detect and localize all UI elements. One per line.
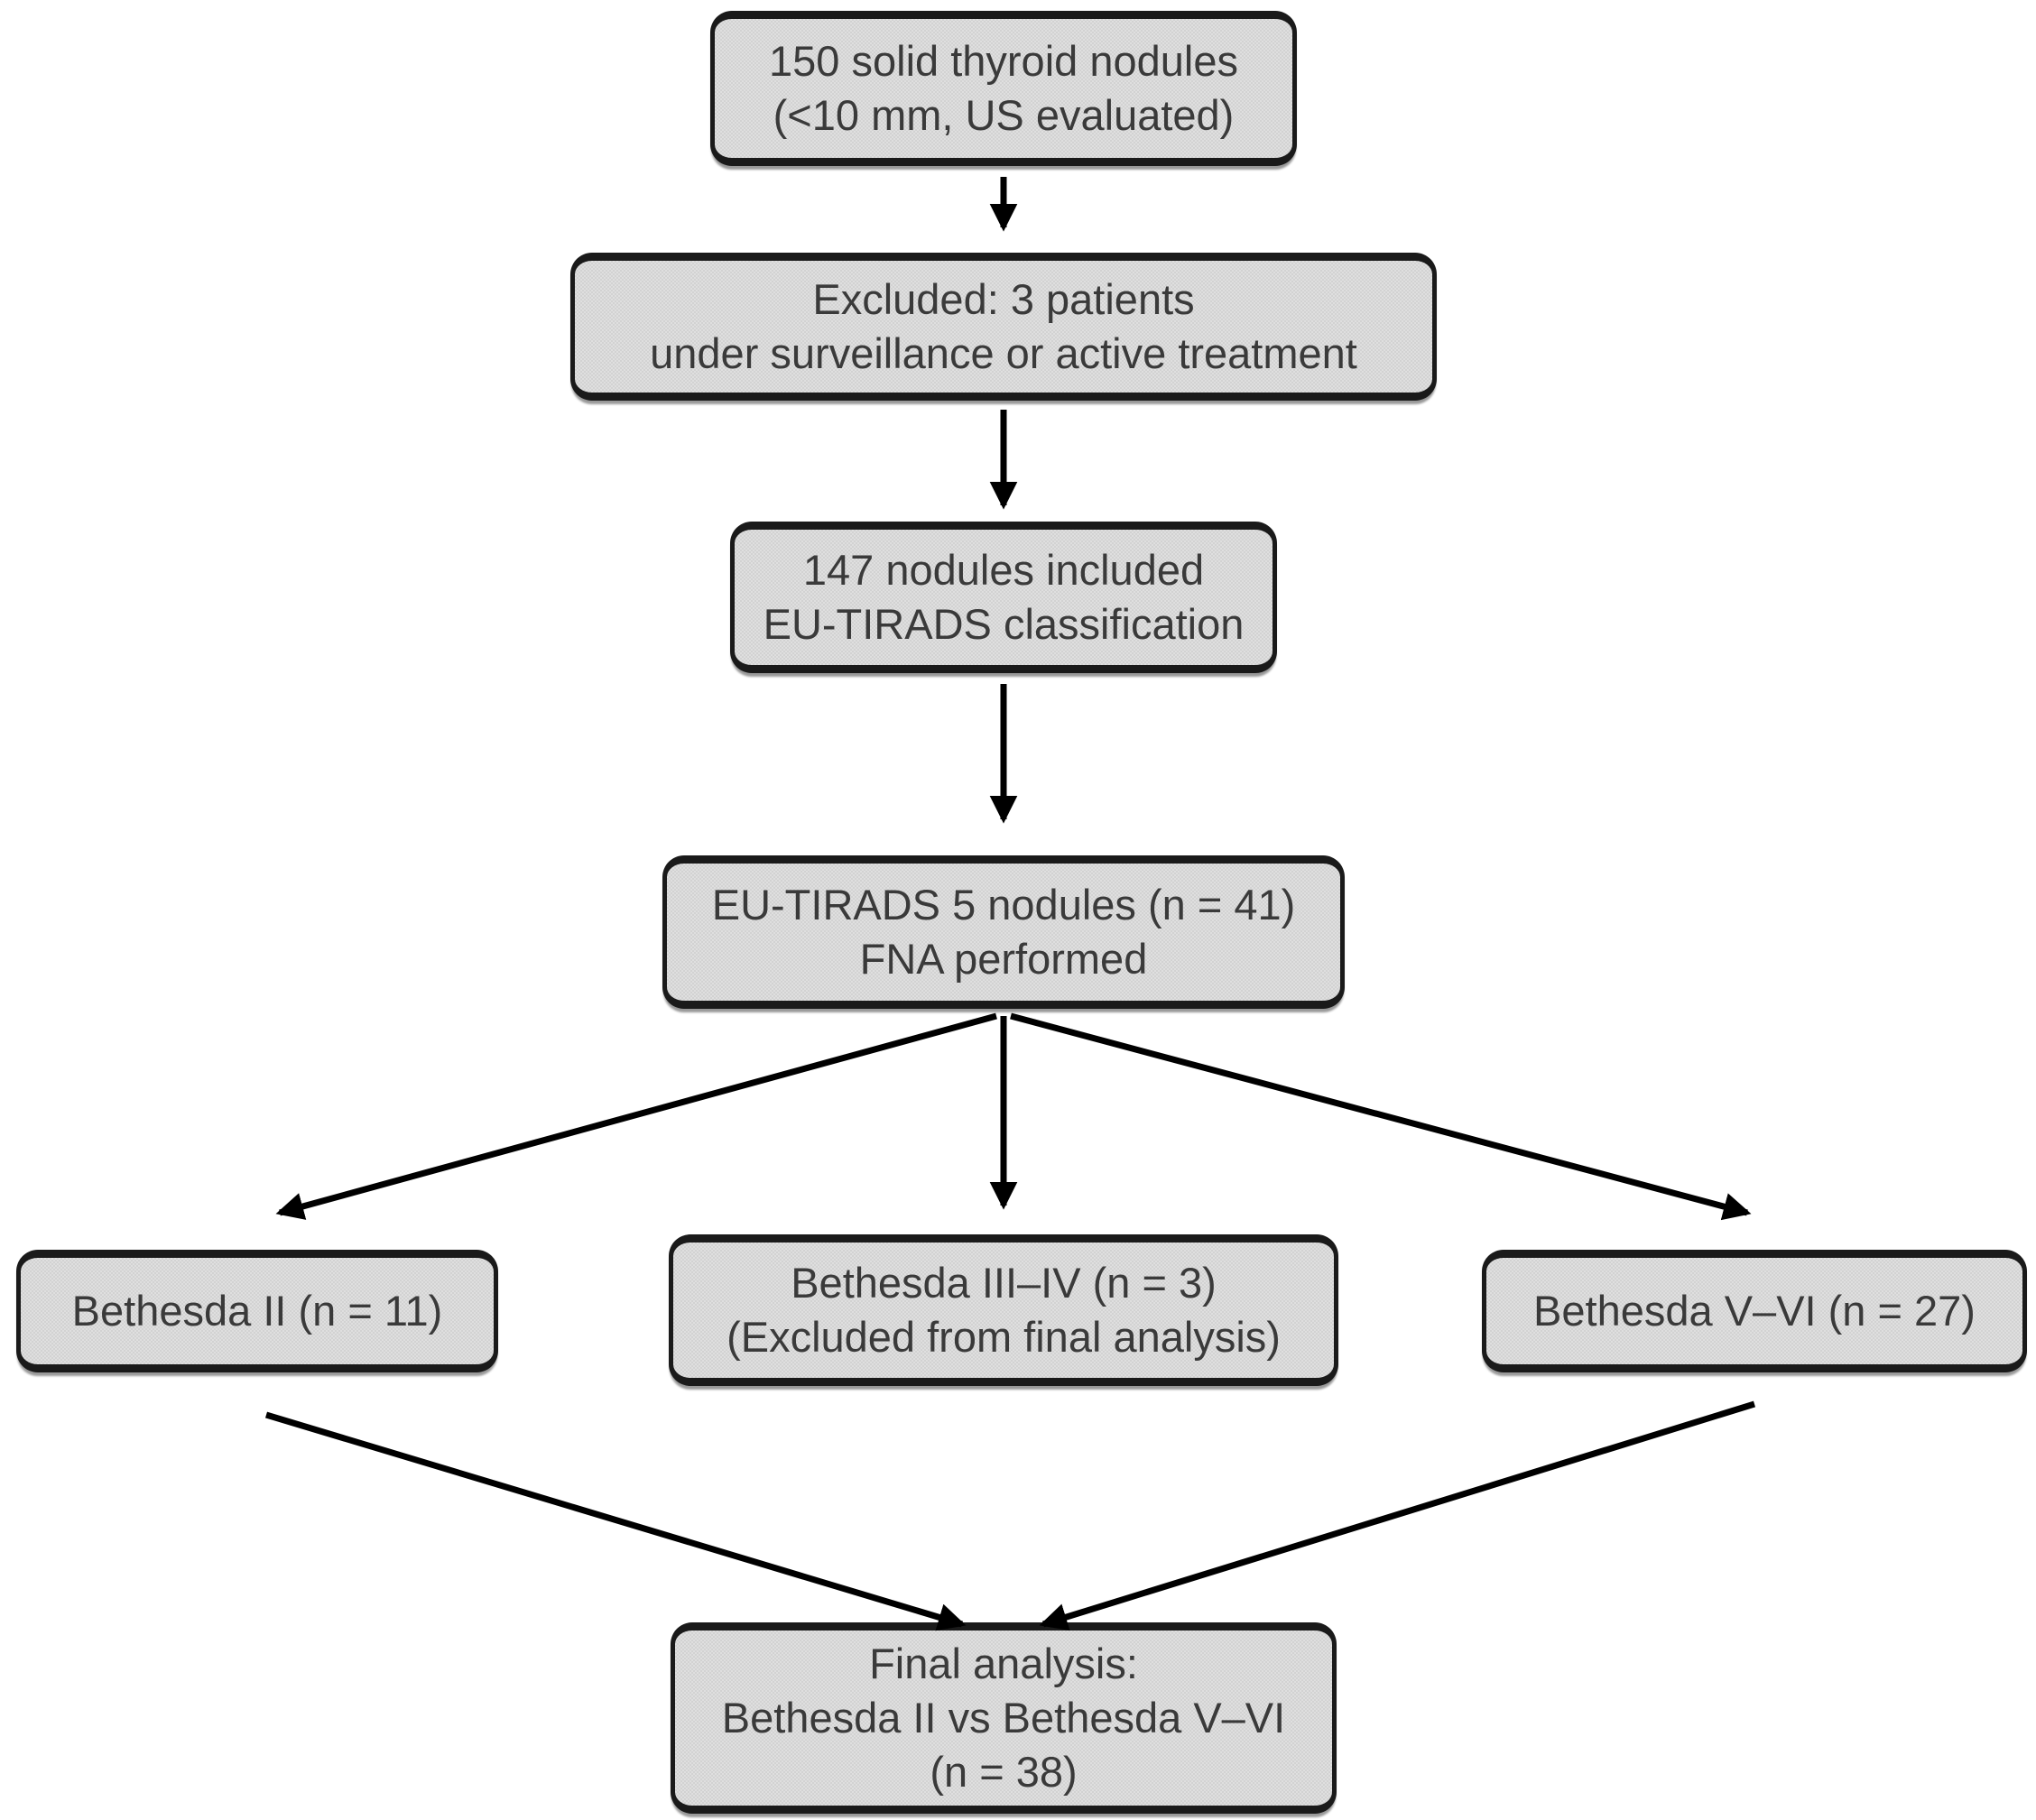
node-text-line: EU-TIRADS 5 nodules (n = 41) (711, 880, 1296, 928)
arrow-fna-to-bethesda-v-vi (1010, 1012, 1752, 1221)
node-text-line: (n = 38) (930, 1748, 1078, 1797)
node-final-analysis: Final analysis: Bethesda II vs Bethesda … (671, 1622, 1337, 1814)
node-text-line: Bethesda II vs Bethesda V–VI (721, 1693, 1286, 1741)
node-eu-tirads-5-fna-performed: EU-TIRADS 5 nodules (n = 41) FNA perform… (662, 855, 1345, 1009)
node-text-line: Final analysis: (869, 1639, 1138, 1687)
node-text-line: 147 nodules included (802, 545, 1205, 594)
node-bethesda-v-vi: Bethesda V–VI (n = 27) (1482, 1250, 2027, 1372)
node-text-line: 150 solid thyroid nodules (769, 36, 1238, 85)
node-147-nodules-included: 147 nodules included EU-TIRADS classific… (730, 522, 1277, 673)
node-text-line: FNA performed (859, 935, 1148, 983)
arrow-bethesda-v-vi-to-final (1039, 1400, 1756, 1631)
node-text-line: under surveillance or active treatment (650, 329, 1357, 377)
node-text-line: Bethesda II (n = 11) (71, 1286, 443, 1335)
node-text-line: Bethesda V–VI (n = 27) (1533, 1286, 1976, 1335)
arrow-bethesda-ii-to-final (264, 1411, 967, 1631)
node-150-solid-thyroid-nodules: 150 solid thyroid nodules (<10 mm, US ev… (710, 11, 1297, 166)
node-text-line: (<10 mm, US evaluated) (773, 91, 1235, 139)
node-excluded-3-patients: Excluded: 3 patients under surveillance … (570, 253, 1437, 401)
node-bethesda-iii-iv: Bethesda III–IV (n = 3) (Excluded from f… (669, 1234, 1338, 1386)
node-text-line: EU-TIRADS classification (763, 600, 1245, 648)
node-text-line: Excluded: 3 patients (812, 274, 1195, 323)
arrow-fna-to-bethesda-ii (275, 1012, 997, 1220)
node-bethesda-ii: Bethesda II (n = 11) (16, 1250, 498, 1372)
node-text-line: Bethesda III–IV (n = 3) (791, 1258, 1217, 1307)
node-text-line: (Excluded from final analysis) (726, 1313, 1281, 1361)
